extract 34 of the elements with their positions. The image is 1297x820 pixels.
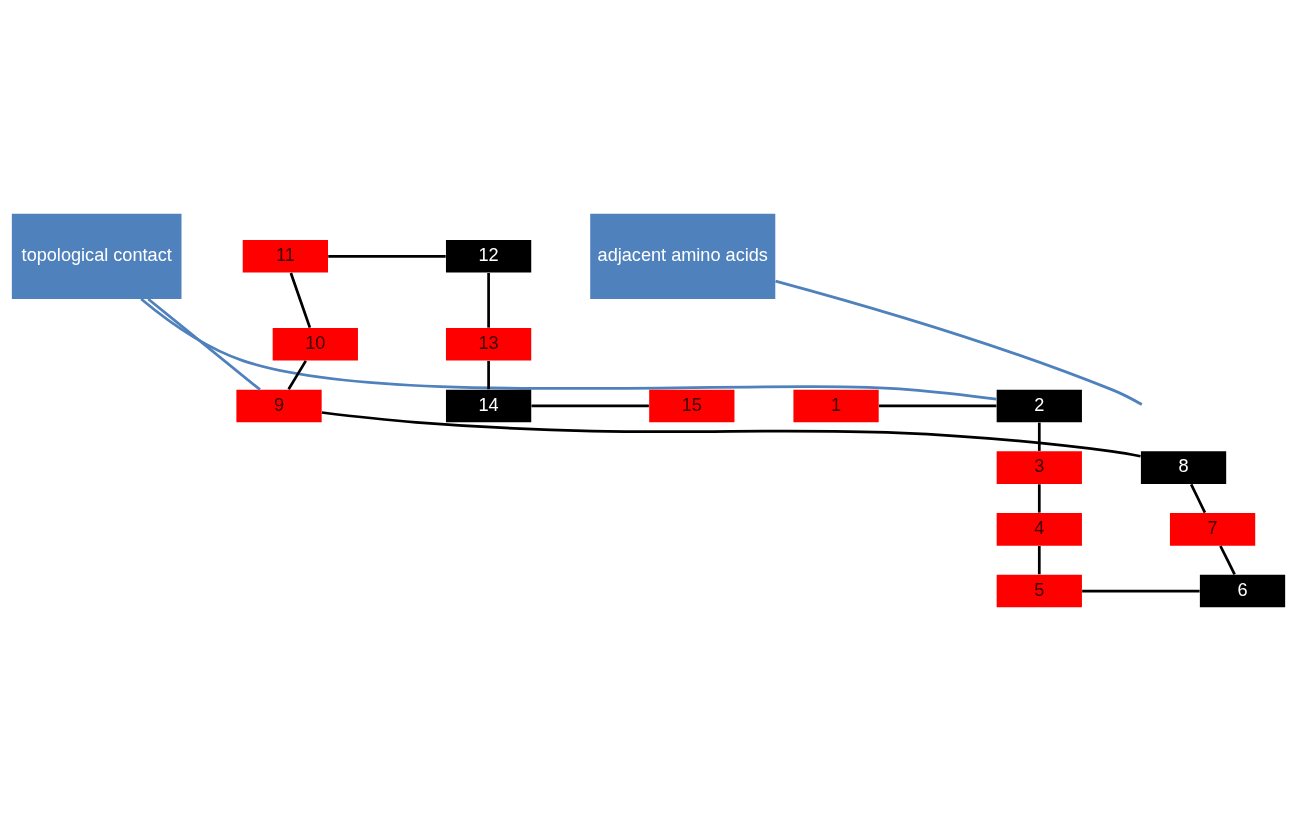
connector bbox=[289, 272, 312, 328]
node-box: 12 bbox=[445, 239, 532, 273]
node-box: 14 bbox=[445, 389, 532, 422]
node-box: 7 bbox=[1169, 512, 1256, 546]
connector bbox=[775, 279, 1143, 406]
connector bbox=[1189, 483, 1207, 513]
node-box: 13 bbox=[445, 327, 532, 361]
connector bbox=[878, 404, 997, 407]
node-box: topological contact bbox=[11, 213, 182, 299]
connector bbox=[1037, 422, 1041, 451]
connector bbox=[147, 297, 261, 391]
node-box: adjacent amino acids bbox=[590, 213, 776, 299]
connector bbox=[1219, 544, 1236, 575]
node-box: 1 bbox=[793, 389, 879, 422]
connector bbox=[531, 404, 649, 407]
node-box: 4 bbox=[996, 512, 1082, 546]
node-box: 9 bbox=[236, 389, 322, 422]
connector bbox=[1037, 545, 1041, 574]
connector bbox=[1082, 589, 1200, 592]
node-box: 8 bbox=[1140, 450, 1227, 484]
connector bbox=[140, 297, 997, 401]
node-box: 15 bbox=[649, 389, 735, 422]
connector bbox=[487, 360, 490, 389]
connector bbox=[487, 272, 490, 328]
node-box: 5 bbox=[996, 574, 1082, 607]
node-box: 6 bbox=[1199, 574, 1286, 607]
node-box: 2 bbox=[996, 389, 1082, 422]
connector bbox=[287, 359, 307, 390]
node-box: 11 bbox=[242, 239, 328, 273]
connector bbox=[321, 410, 1141, 458]
node-box: 3 bbox=[996, 450, 1082, 484]
connector bbox=[328, 254, 446, 258]
node-box: 10 bbox=[272, 327, 358, 361]
connector bbox=[1037, 483, 1041, 513]
